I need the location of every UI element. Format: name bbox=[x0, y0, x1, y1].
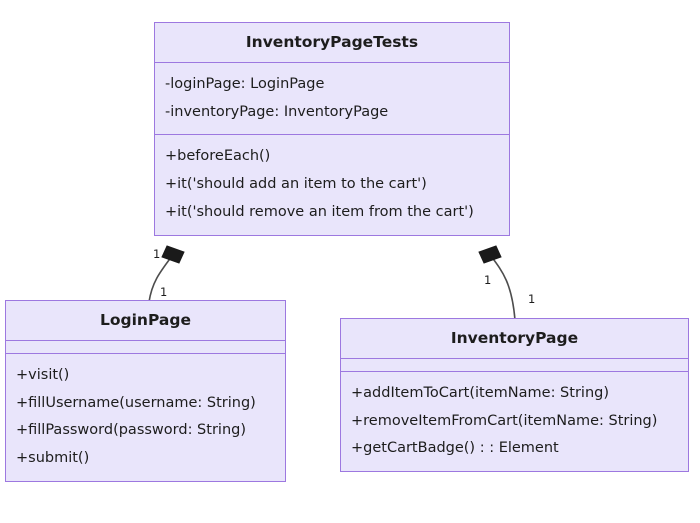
edge-tests-inventorypage bbox=[490, 255, 516, 321]
composition-diamond-inventorypage bbox=[478, 245, 502, 264]
methods-compartment-inventorypage: +addItemToCart(itemName: String) +remove… bbox=[341, 372, 688, 472]
class-box-inventorypage[interactable]: InventoryPage +addItemToCart(itemName: S… bbox=[340, 318, 689, 473]
class-title-loginpage: LoginPage bbox=[6, 301, 285, 341]
attributes-compartment-inventorypage bbox=[341, 359, 688, 372]
class-title-inventorypage: InventoryPage bbox=[341, 319, 688, 359]
method-row: +it('should add an item to the cart') bbox=[165, 176, 427, 193]
method-row: +it('should remove an item from the cart… bbox=[165, 204, 474, 221]
multiplicity-tests-loginpage-source: 1 bbox=[153, 247, 161, 261]
method-row: +fillPassword(password: String) bbox=[16, 422, 246, 439]
methods-compartment-inventorypagetests: +beforeEach() +it('should add an item to… bbox=[155, 135, 509, 235]
composition-diamond-loginpage bbox=[161, 245, 185, 264]
class-box-loginpage[interactable]: LoginPage +visit() +fillUsername(usernam… bbox=[5, 300, 286, 483]
attribute-row: -loginPage: LoginPage bbox=[165, 75, 325, 92]
multiplicity-tests-loginpage-target: 1 bbox=[160, 285, 168, 299]
methods-compartment-loginpage: +visit() +fillUsername(username: String)… bbox=[6, 354, 285, 482]
multiplicity-tests-inventorypage-target: 1 bbox=[528, 292, 536, 306]
attributes-compartment-inventorypagetests: -loginPage: LoginPage -inventoryPage: In… bbox=[155, 63, 509, 136]
method-row: +fillUsername(username: String) bbox=[16, 394, 256, 411]
method-row: +submit() bbox=[16, 450, 90, 467]
attribute-row: -inventoryPage: InventoryPage bbox=[165, 103, 389, 120]
class-box-inventorypagetests[interactable]: InventoryPageTests -loginPage: LoginPage… bbox=[154, 22, 510, 237]
attributes-compartment-loginpage bbox=[6, 341, 285, 354]
method-row: +addItemToCart(itemName: String) bbox=[351, 384, 609, 401]
multiplicity-tests-inventorypage-source: 1 bbox=[484, 273, 492, 287]
method-row: +beforeEach() bbox=[165, 148, 271, 165]
method-row: +removeItemFromCart(itemName: String) bbox=[351, 412, 658, 429]
method-row: +getCartBadge() : : Element bbox=[351, 440, 559, 457]
method-row: +visit() bbox=[16, 366, 70, 383]
class-title-inventorypagetests: InventoryPageTests bbox=[155, 23, 509, 63]
